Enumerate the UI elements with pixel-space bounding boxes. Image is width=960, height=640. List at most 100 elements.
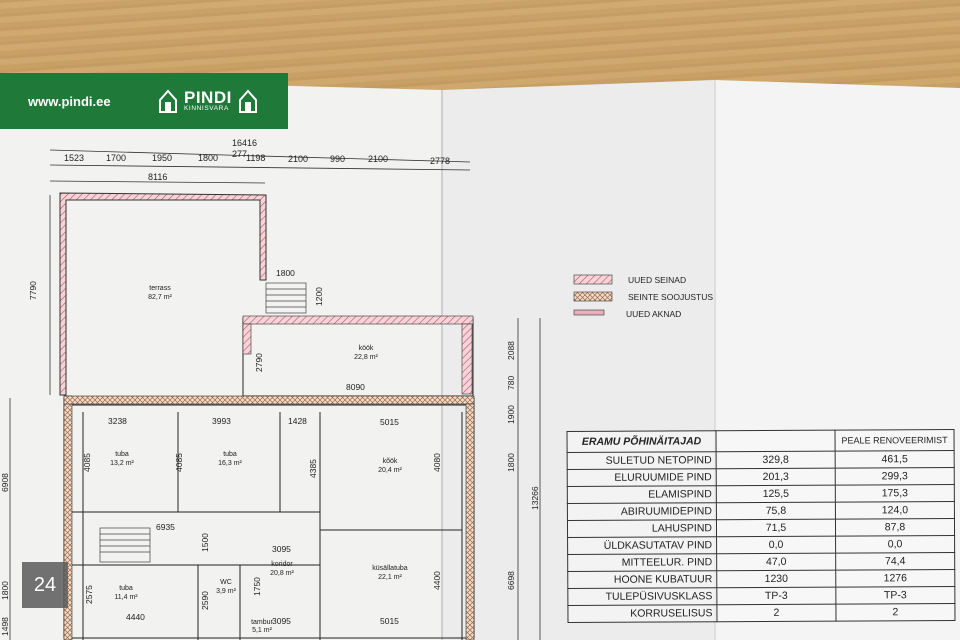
room-name: koridor: [271, 561, 293, 568]
dim-label: 1523: [64, 153, 84, 163]
house-icon: [159, 89, 177, 113]
plan-legend: UUED SEINAD SEINTE SOOJUSTUS UUED AKNAD: [573, 274, 713, 319]
plan-dimension-labels: 7790 1800 1200 2790 8090 2088 780 1900 3…: [0, 268, 540, 636]
row-label: ELAMISPIND: [567, 485, 717, 504]
row-value-before: 329,8: [716, 451, 836, 469]
dim-label: 4440: [126, 612, 145, 622]
dim-label: 6698: [506, 571, 516, 590]
dim-label: 4085: [82, 453, 92, 472]
dim-label: 990: [330, 154, 345, 164]
legend-label: UUED SEINAD: [628, 275, 686, 285]
legend-swatch-insulation: [573, 291, 613, 302]
table-title: ERAMU PÕHINÄITAJAD: [567, 430, 717, 453]
row-value-before: 1230: [716, 570, 836, 588]
room-area: 82,7 m²: [148, 294, 172, 301]
pindi-banner: www.pindi.ee PINDI KINNISVARA: [0, 73, 288, 129]
room-area: 22,1 m²: [378, 574, 402, 581]
room-name: tambur: [251, 619, 273, 626]
room-name: kõök: [383, 458, 398, 465]
dim-label: 1500: [200, 533, 210, 552]
row-label: SULETUD NETOPIND: [567, 451, 717, 470]
row-value-after: 74,4: [835, 552, 955, 571]
dim-label: 3238: [108, 416, 127, 426]
dim-label: 1800: [506, 453, 516, 472]
room-name: tuba: [115, 451, 129, 458]
row-value-before: 201,3: [716, 468, 836, 486]
row-value-before: 75,8: [716, 502, 836, 520]
dim-label: 5015: [380, 417, 399, 427]
house-icon: [238, 89, 257, 113]
dim-label: 6935: [156, 522, 175, 532]
table-col-after-header: PEALE RENOVEERIMIST: [834, 429, 955, 452]
row-label: MITTEELUR. PIND: [567, 553, 717, 572]
dim-label: 5015: [380, 616, 399, 626]
dim-label: 1750: [252, 577, 262, 596]
dim-label: 1700: [106, 153, 126, 163]
dim-label: 3993: [212, 416, 231, 426]
row-label: ELURUUMIDE PIND: [567, 468, 717, 487]
row-value-after: 2: [835, 603, 955, 622]
dim-label: 7790: [28, 281, 38, 300]
row-value-before: 0,0: [716, 536, 836, 554]
row-value-after: 0,0: [835, 535, 955, 554]
dim-label: 1800: [0, 581, 10, 600]
row-value-after: 461,5: [835, 450, 955, 469]
dim-label: 780: [506, 376, 516, 390]
row-label: LAHUSPIND: [567, 519, 717, 538]
legend-label: SEINTE SOOJUSTUS: [628, 292, 713, 302]
dim-label: 1198: [246, 153, 265, 163]
row-label: ABIRUUMIDEPIND: [567, 502, 717, 521]
dim-label: 1900: [506, 405, 516, 424]
room-name: terrass: [149, 285, 171, 292]
room-name: tuba: [119, 585, 133, 592]
legend-label: UUED AKNAD: [626, 309, 681, 319]
dim-label: 2778: [430, 156, 450, 166]
row-label: TULEPÜSIVUSKLASS: [567, 587, 717, 606]
row-value-after: 175,3: [835, 484, 955, 503]
row-value-before: 47,0: [716, 553, 836, 571]
dim-label: 2088: [506, 341, 516, 360]
dim-label: 4085: [174, 453, 184, 472]
room-labels: terrass 82,7 m² köök 22,8 m² tuba 13,2 m…: [110, 285, 408, 634]
dim-label: 1428: [288, 416, 307, 426]
dim-label: 13266: [530, 486, 540, 510]
dim-label: 3095: [272, 616, 291, 626]
room-name: tuba: [223, 451, 237, 458]
legend-swatch-new-walls: [573, 274, 613, 285]
room-area: 13,2 m²: [110, 460, 134, 467]
room-name: köök: [359, 345, 374, 352]
dim-label: 8116: [148, 172, 167, 182]
row-value-before: 125,5: [716, 485, 836, 503]
photo-index-badge: 24: [22, 562, 68, 608]
row-label: KORRUSELISUS: [567, 604, 718, 623]
room-area: 20,4 m²: [378, 467, 402, 474]
room-area: 11,4 m²: [114, 594, 138, 601]
website-link[interactable]: www.pindi.ee: [28, 93, 111, 109]
row-value-before: 2: [716, 604, 836, 622]
room-area: 16,3 m²: [218, 460, 242, 467]
row-value-after: 1276: [835, 569, 955, 588]
building-indicators-table: ERAMU PÕHINÄITAJAD PEALE RENOVEERIMIST S…: [566, 428, 956, 624]
table-header-row: ERAMU PÕHINÄITAJAD PEALE RENOVEERIMIST: [567, 429, 955, 453]
dim-label: 2575: [84, 585, 94, 604]
row-value-before: TP-3: [716, 587, 836, 605]
top-dimension-labels: 16416 1523 1700 1950 1800 277 1198 2100 …: [64, 138, 450, 182]
row-label: ÜLDKASUTATAV PIND: [567, 536, 717, 555]
row-value-after: 87,8: [835, 518, 955, 537]
dim-label: 277: [232, 149, 247, 159]
dim-label: 1950: [152, 153, 172, 163]
row-value-after: 299,3: [835, 467, 955, 486]
dim-label: 2100: [288, 154, 308, 164]
dim-label: 1498: [0, 617, 10, 636]
room-area: 5,1 m²: [252, 627, 273, 634]
pindi-logo: PINDI KINNISVARA: [158, 88, 258, 114]
row-value-after: 124,0: [835, 501, 955, 520]
